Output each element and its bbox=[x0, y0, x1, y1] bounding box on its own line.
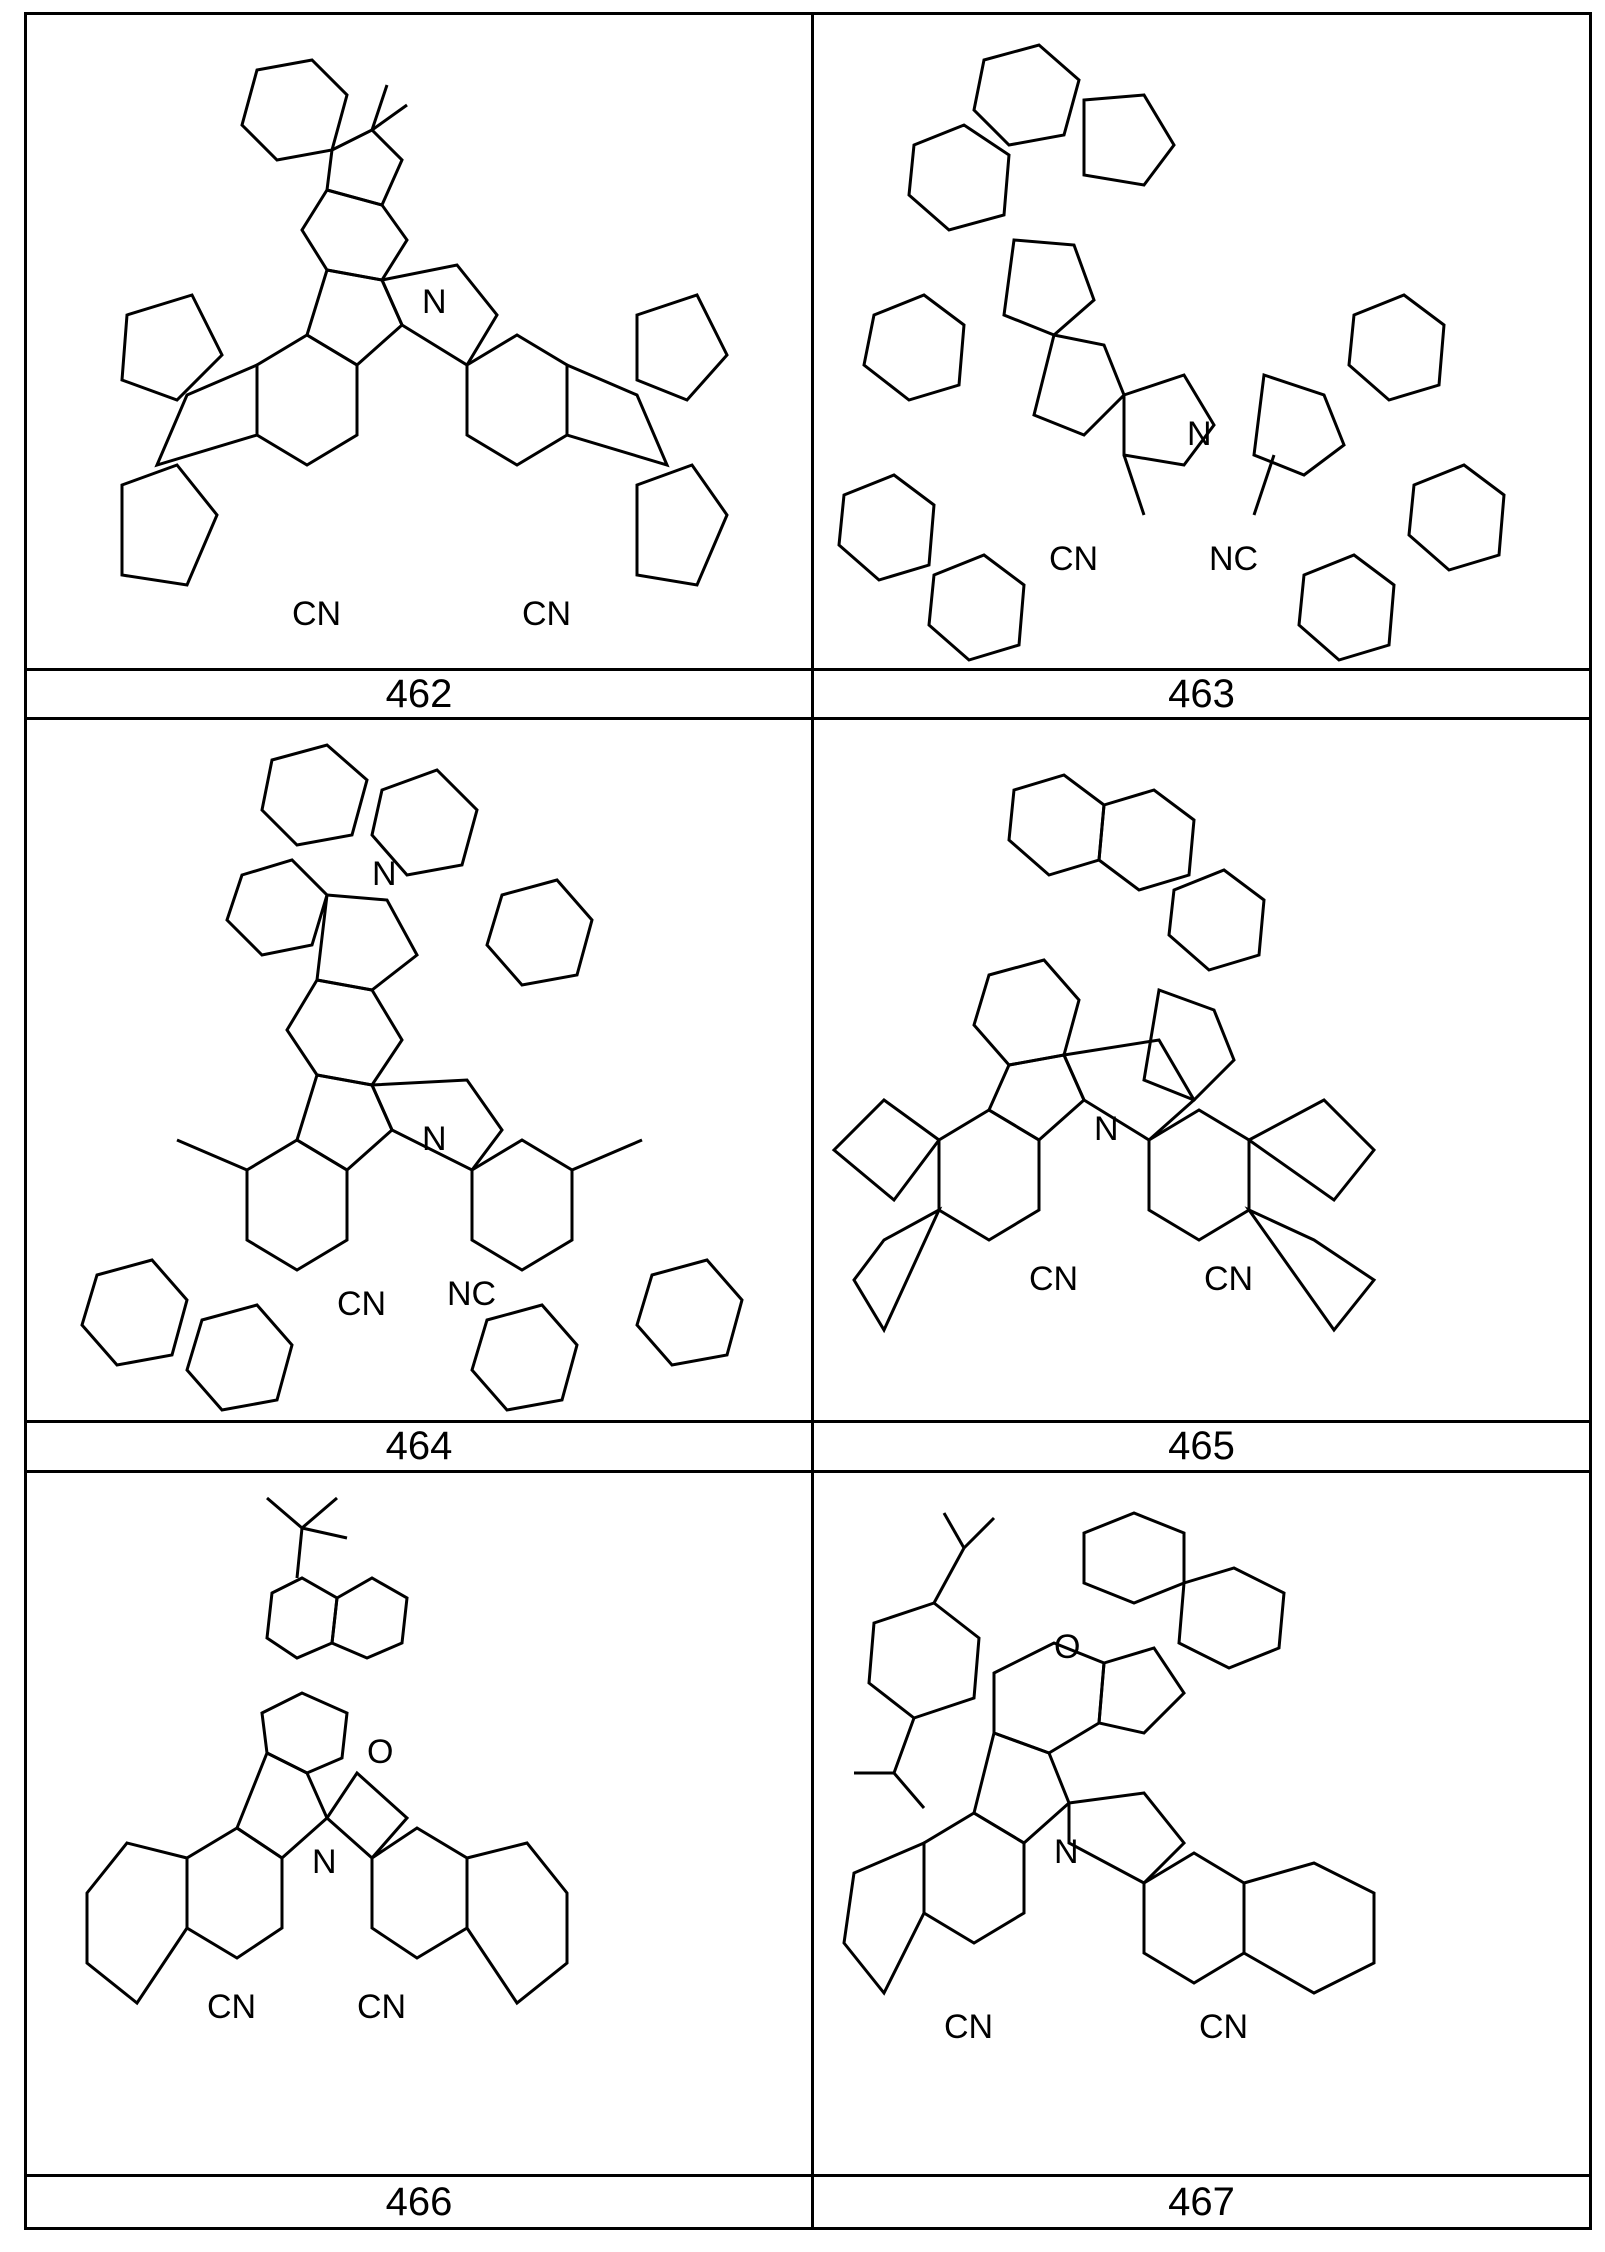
table-border-bottom bbox=[24, 2227, 1592, 2230]
nitrogen-label: N bbox=[372, 855, 397, 893]
group-label: NC bbox=[1209, 540, 1258, 578]
oxygen-label: O bbox=[1054, 1628, 1080, 1666]
nitrogen-label: N bbox=[422, 283, 447, 321]
compound-number: 462 bbox=[27, 671, 811, 717]
nitrogen-label: N bbox=[1094, 1110, 1119, 1148]
structure-466: O N CN CN bbox=[27, 1473, 811, 2174]
group-label: CN bbox=[944, 2008, 993, 2046]
group-label: CN bbox=[1029, 1260, 1078, 1298]
group-label: CN bbox=[337, 1285, 386, 1323]
structure-465: N CN CN bbox=[814, 720, 1589, 1420]
nitrogen-label: N bbox=[1187, 415, 1212, 453]
structure-463: N CN NC bbox=[814, 15, 1589, 668]
group-label: CN bbox=[1049, 540, 1098, 578]
table-border-right bbox=[1589, 12, 1592, 2230]
group-label: CN bbox=[1199, 2008, 1248, 2046]
compound-number: 465 bbox=[814, 1423, 1589, 1470]
group-label: CN bbox=[522, 595, 571, 633]
group-label: CN bbox=[1204, 1260, 1253, 1298]
oxygen-label: O bbox=[367, 1733, 393, 1771]
nitrogen-label: N bbox=[422, 1120, 447, 1158]
group-label: CN bbox=[207, 1988, 256, 2026]
nitrogen-label: N bbox=[1054, 1833, 1079, 1871]
group-label: NC bbox=[447, 1275, 496, 1313]
nitrogen-label: N bbox=[312, 1843, 337, 1881]
compound-number: 466 bbox=[27, 2177, 811, 2227]
group-label: CN bbox=[357, 1988, 406, 2026]
compound-number: 467 bbox=[814, 2177, 1589, 2227]
structure-462: N CN CN bbox=[27, 15, 811, 668]
compound-number: 464 bbox=[27, 1423, 811, 1470]
compound-number: 463 bbox=[814, 671, 1589, 717]
structure-467: O N CN CN bbox=[814, 1473, 1589, 2174]
structure-464: N N CN NC bbox=[27, 720, 811, 1420]
group-label: CN bbox=[292, 595, 341, 633]
